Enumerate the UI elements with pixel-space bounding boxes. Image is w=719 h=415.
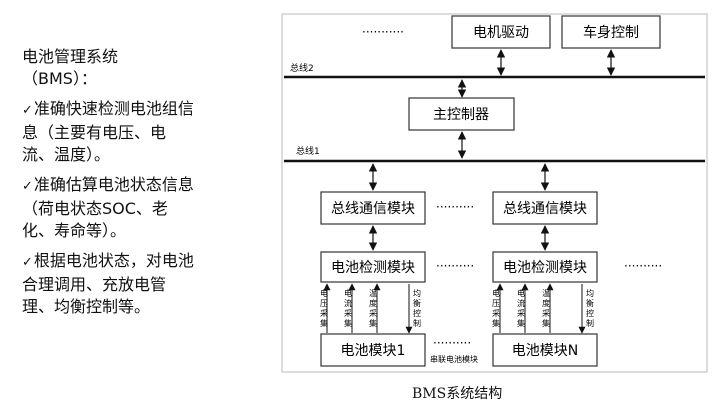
bullet-item-2: ✓准确估算电池状态信息 （荷电状态SOC、老 化、寿命等）。 — [22, 174, 232, 242]
motor-drive-box — [451, 15, 551, 49]
bullet-3-line-2: 合理调用、充放电管 — [22, 275, 167, 294]
intro-title-line1: 电池管理系统 — [22, 47, 119, 66]
battery-detect-module-2-label: 电池检测模块 — [503, 260, 587, 276]
battery-module-n — [492, 333, 598, 367]
current-label-1d: 集 — [344, 318, 352, 328]
body-control-label: 车身控制 — [583, 24, 639, 41]
bus-comm-module-1 — [320, 191, 426, 225]
bullet-1-line-1: 准确快速检测电池组信 — [33, 99, 194, 118]
current-label-1a: 电 — [344, 288, 352, 298]
bus-comm-module-1-label: 总线通信模块 — [331, 201, 415, 217]
motor-drive-label: 电机驱动 — [473, 25, 529, 41]
balance-label-1b: 衡 — [413, 298, 421, 308]
intro-title-line2: （BMS）： — [22, 69, 97, 88]
voltage-label-2a: 电 — [492, 288, 500, 298]
intro-text: 电池管理系统 （BMS）： ✓准确快速检测电池组信 息（主要有电压、电 流、温度… — [22, 46, 232, 326]
balance-label-2b: 衡 — [586, 298, 594, 308]
main-controller-label: 主控制器 — [433, 107, 489, 123]
series-battery-label: 串联电池模块 — [430, 354, 478, 364]
temp-label-2a: 温 — [542, 289, 550, 298]
voltage-label-2c: 采 — [492, 308, 500, 318]
voltage-label-1: 电 — [320, 288, 328, 298]
temp-label-1c: 采 — [369, 308, 377, 318]
voltage-label-2b: 压 — [492, 299, 500, 308]
temp-label-2c: 采 — [542, 308, 550, 318]
intro-title: 电池管理系统 （BMS）： — [22, 46, 232, 90]
bus-comm-module-2-label: 总线通信模块 — [503, 201, 587, 217]
main-controller-box — [408, 97, 515, 131]
current-label-1c: 采 — [344, 308, 352, 318]
temp-label-2d: 集 — [542, 318, 550, 328]
bullet-item-1: ✓准确快速检测电池组信 息（主要有电压、电 流、温度）。 — [22, 98, 232, 166]
balance-label-2d: 制 — [586, 318, 594, 328]
balance-label-2a: 均 — [586, 288, 594, 298]
bus1-label: 总线1 — [296, 145, 320, 157]
battery-detect-module-2 — [492, 251, 598, 283]
top-ellipsis: ··········· — [362, 25, 404, 39]
battery-detect-module-1-label: 电池检测模块 — [331, 260, 415, 276]
temp-label-1a: 温 — [369, 289, 377, 298]
bullet-3-line-3: 理、均衡控制等。 — [22, 297, 151, 316]
balance-label-1c: 控 — [413, 308, 421, 318]
voltage-label-1d: 集 — [320, 318, 328, 328]
bullet-2-line-3: 化、寿命等）。 — [22, 221, 127, 240]
temp-label-2b: 度 — [542, 298, 550, 308]
bullet-2-line-2: （荷电状态SOC、老 — [22, 199, 168, 218]
detect-row-ellipsis-right: ·········· — [624, 259, 662, 273]
signal-labels-1: 电 压 采 集 电 流 采 集 温 度 采 集 均 衡 控 制 — [320, 288, 421, 328]
diagram-frame — [281, 13, 708, 373]
body-control-box — [561, 15, 661, 49]
bullet-1-line-2: 息（主要有电压、电 — [22, 123, 167, 142]
battery-module-n-label: 电池模块N — [512, 343, 578, 359]
balance-label-1a: 均 — [413, 288, 421, 298]
battery-module-1 — [320, 333, 426, 367]
balance-label-1d: 制 — [413, 318, 421, 328]
voltage-label-1c: 采 — [320, 308, 328, 318]
diagram-caption: BMS系统结构 — [412, 386, 503, 402]
balance-label-2c: 控 — [586, 308, 594, 318]
battery-detect-module-1 — [320, 251, 426, 283]
voltage-label-1b: 压 — [320, 299, 328, 308]
battery-row-ellipsis: ·········· — [433, 336, 471, 350]
bullet-item-3: ✓根据电池状态，对电池 合理调用、充放电管 理、均衡控制等。 — [22, 250, 232, 318]
bus2-label: 总线2 — [290, 62, 314, 74]
bullet-2-line-1: 准确估算电池状态信息 — [33, 175, 194, 194]
bullet-3-line-1: 根据电池状态，对电池 — [33, 251, 194, 270]
detect-row-ellipsis-mid: ·········· — [436, 259, 474, 273]
temp-label-1b: 度 — [369, 298, 377, 308]
current-label-1b: 流 — [344, 298, 352, 308]
voltage-label-2d: 集 — [492, 318, 500, 328]
signal-labels-2: 电 压 采 集 电 流 采 集 温 度 采 集 均 衡 控 制 — [492, 288, 594, 328]
current-label-2b: 流 — [517, 298, 525, 308]
battery-module-1-label: 电池模块1 — [341, 343, 406, 359]
current-label-2a: 电 — [517, 288, 525, 298]
current-label-2c: 采 — [517, 308, 525, 318]
check-icon: ✓ — [22, 103, 33, 118]
current-label-2d: 集 — [517, 318, 525, 328]
check-icon: ✓ — [22, 179, 33, 194]
comm-row-ellipsis: ·········· — [436, 200, 474, 214]
bus-comm-module-2 — [492, 191, 598, 225]
temp-label-1d: 集 — [369, 318, 377, 328]
check-icon: ✓ — [22, 255, 33, 270]
bullet-1-line-3: 流、温度）。 — [22, 145, 111, 164]
